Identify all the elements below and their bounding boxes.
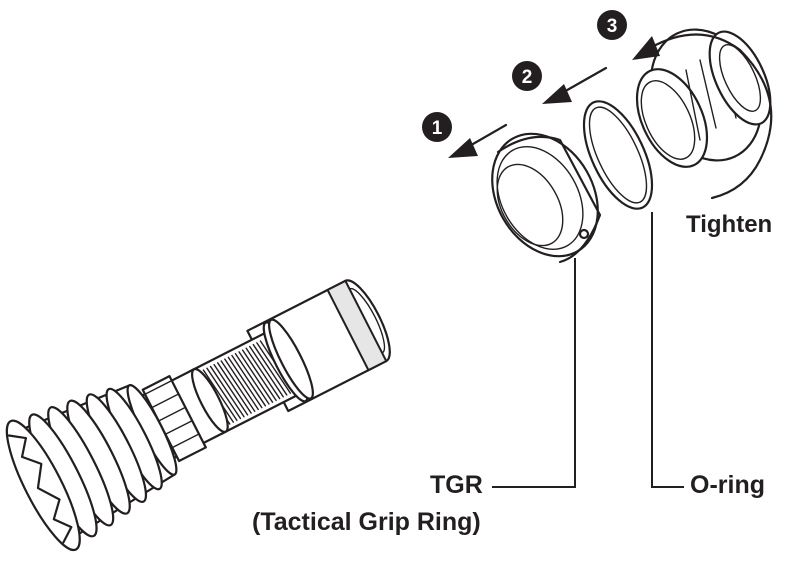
tail-cap (623, 11, 783, 178)
tgr-leader-line (492, 258, 575, 487)
step-number-3: 3 (607, 16, 618, 37)
tgr-full-label: (Tactical Grip Ring) (252, 508, 481, 536)
step-number-2: 2 (522, 67, 533, 88)
step-number-1: 1 (432, 118, 443, 139)
step-badge-3: 3 (597, 10, 627, 40)
step-badge-2: 2 (512, 61, 542, 91)
tgr-label: TGR (430, 471, 483, 499)
tighten-label: Tighten (686, 211, 772, 238)
oring-leader-line (652, 212, 684, 487)
oring-label: O-ring (690, 471, 765, 499)
arrow-step-2 (542, 68, 606, 104)
step-badge-1: 1 (422, 112, 452, 142)
tactical-grip-ring (471, 115, 619, 276)
